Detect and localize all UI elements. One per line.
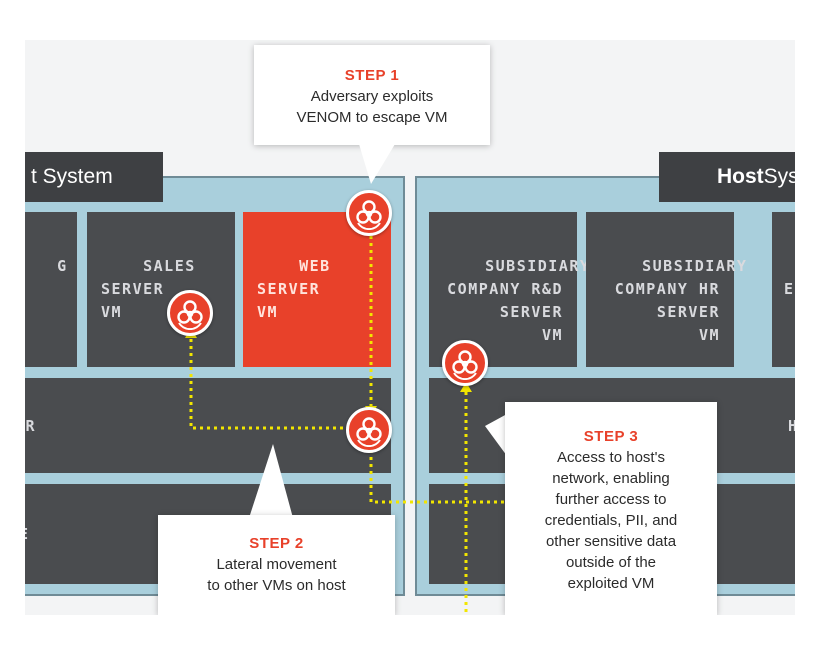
left-hardware-label: E [25, 525, 30, 543]
left-hypervisor-label: OR [25, 416, 37, 435]
right-system-tab: Host Sys [659, 152, 795, 202]
step3-line: further access to [555, 491, 667, 508]
right-system-tab-bold: Host [717, 165, 764, 188]
callout-step2: STEP 2 Lateral movement to other VMs on … [158, 515, 395, 615]
step2-line1: Lateral movement [216, 556, 337, 573]
step3-line: other sensitive data [545, 533, 677, 550]
path-lateral-to-sales [189, 338, 371, 430]
right-system-tab-rest: Sys [763, 165, 795, 188]
vm-partial-left-label: G [57, 257, 68, 275]
vm-web-server: WEB SERVER VM [243, 212, 391, 367]
left-system-tab: t System [25, 152, 163, 202]
vm-subsidiary-hr-label: SUBSIDIARY COMPANY HR SERVER VM [614, 257, 748, 344]
vm-subsidiary-hr: SUBSIDIARY COMPANY HR SERVER VM [586, 212, 746, 367]
callout-step3: STEP 3 Access to host's network, enablin… [505, 402, 717, 615]
biohazard-icon [346, 407, 392, 453]
callout-step1: STEP 1 Adversary exploits VENOM to escap… [254, 45, 490, 145]
vm-partial-right-label: S ENG [784, 280, 795, 298]
biohazard-icon [442, 340, 488, 386]
step3-line: credentials, PII, and [544, 512, 678, 529]
vm-subsidiary-rd-label: SUBSIDIARY COMPANY R&D SERVER VM [447, 257, 591, 344]
step1-line1: Adversary exploits [310, 88, 434, 105]
path-to-host-network [369, 450, 505, 504]
vm-partial-left: G [25, 212, 77, 367]
arrow-up-icon [460, 382, 472, 392]
vm-sales-server-label: SALES SERVER VM [101, 257, 196, 321]
left-hypervisor-layer: OR [25, 378, 391, 473]
step1-title: STEP 1 [344, 67, 400, 84]
vm-subsidiary-rd: SUBSIDIARY COMPANY R&D SERVER VM [429, 212, 589, 367]
vm-partial-right: S ENG [772, 212, 795, 367]
biohazard-icon [346, 190, 392, 236]
diagram-stage: t System G SALES SERVER VM WEB SERVER VM… [25, 40, 795, 615]
vm-sales-server: SALES SERVER VM [87, 212, 235, 367]
step3-title: STEP 3 [583, 428, 639, 445]
biohazard-icon [167, 290, 213, 336]
step2-title: STEP 2 [249, 535, 304, 552]
left-system-tab-label: t System [31, 165, 113, 188]
step3-line: network, enabling [552, 470, 670, 487]
step3-line: exploited VM [567, 575, 655, 592]
vm-web-server-label: WEB SERVER VM [257, 257, 331, 321]
callout-pointer-step2 [249, 444, 293, 518]
right-hypervisor-label: HY [787, 416, 795, 435]
callout-pointer-step1 [359, 144, 395, 184]
step2-line2: to other VMs on host [207, 577, 346, 594]
callout-pointer-step3 [485, 414, 507, 456]
step1-line2: VENOM to escape VM [296, 109, 448, 126]
step3-line: Access to host's [557, 449, 665, 466]
step3-line: outside of the [565, 554, 657, 571]
